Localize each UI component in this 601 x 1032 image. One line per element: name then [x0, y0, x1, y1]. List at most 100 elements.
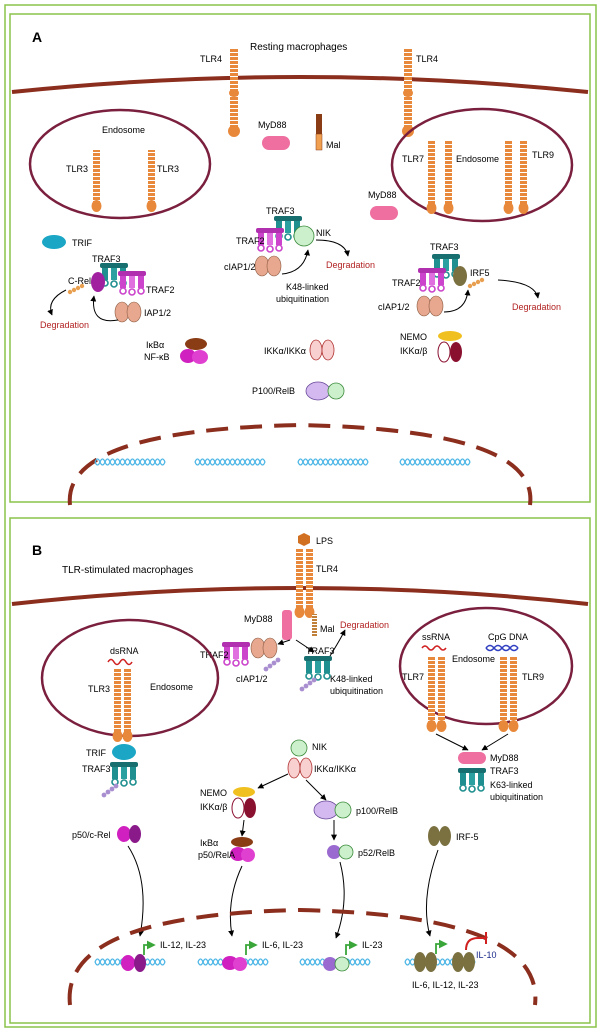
nucleus-a: [67, 422, 533, 506]
traf2-right-label: TRAF2: [392, 278, 421, 288]
irf5-on-dna-a: [414, 952, 437, 972]
promoter-arrow-icon: [345, 940, 358, 955]
iap-left: [114, 301, 142, 323]
trif: [42, 235, 66, 249]
endosome-left-label: Endosome: [102, 125, 145, 135]
trif-b-label: TRIF: [86, 748, 106, 758]
outer-frame: [4, 4, 597, 1028]
dsrna-label: dsRNA: [110, 646, 139, 656]
panel-a-frame: [9, 13, 591, 503]
promoter-arrow-icon: [245, 940, 258, 955]
endosome-right-label: Endosome: [456, 154, 499, 164]
traf3-center-b-label: TRAF3: [306, 646, 335, 656]
cpg-label: CpG DNA: [488, 632, 528, 642]
ciap-center-label: cIAP1/2: [224, 262, 256, 272]
crel-protein: [91, 272, 105, 292]
p52relb-label: p52/RelB: [358, 848, 395, 858]
panel-a: A Resting macrophages TLR4 TLR4 Endosome…: [4, 4, 597, 1028]
ikk-alpha-dimer-a: [309, 339, 335, 361]
mal-adaptor: [315, 114, 323, 151]
tlr3-receptor-a: [91, 150, 102, 212]
ciap-center: [254, 255, 282, 277]
nik-degradation-arrow: [315, 239, 350, 257]
tlr4-left-label: TLR4: [200, 54, 222, 64]
arrow-p52-to-nucleus: [335, 861, 345, 939]
irf5-b-label: IRF-5: [456, 832, 479, 842]
endosome-right-b-label: Endosome: [452, 654, 495, 664]
endosome-right: [390, 107, 574, 223]
myd88-center-label: MyD88: [258, 120, 287, 130]
nemo-b: [233, 787, 255, 797]
tlr4-receptor-right: [402, 48, 414, 137]
ikk-alpha-a-label: IKKα/IKKα: [264, 346, 306, 356]
iap-label: IAP1/2: [144, 308, 171, 318]
degradation-right-label: Degradation: [512, 302, 561, 312]
arrow-crel-to-nucleus: [127, 845, 144, 937]
traf3-left-b-label: TRAF3: [82, 764, 111, 774]
nemo-a-label: NEMO: [400, 332, 427, 342]
arrow-ikk-to-p100: [305, 779, 327, 801]
mal-b: [312, 614, 317, 636]
k48-arrow-center: [281, 249, 310, 275]
mal-label: Mal: [326, 140, 341, 150]
p52relb-b: [327, 844, 354, 860]
tlr4-right-label: TLR4: [416, 54, 438, 64]
traf3-center-label: TRAF3: [266, 206, 295, 216]
arrow-ikk-to-nemo: [257, 773, 289, 789]
ikk-ab-a-label: IKKα/β: [400, 346, 427, 356]
promoter-arrow-icon: [143, 940, 156, 955]
k63-line1: K63-linked: [490, 780, 533, 790]
ssrna-icon: [421, 645, 447, 651]
nfkb-a-label: NF-κB: [144, 352, 170, 362]
p52relb-on-dna: [323, 956, 350, 972]
lps-label: LPS: [316, 536, 333, 546]
p100relb-b: [313, 800, 352, 820]
endosome-left: [28, 108, 212, 220]
degradation-arrow-left: [47, 289, 67, 316]
traf2-b-label: TRAF2: [200, 650, 229, 660]
p50rela-b: [230, 847, 255, 862]
gene1-label: IL-12, IL-23: [160, 940, 206, 950]
irf5-degradation-arrow: [497, 279, 540, 299]
tlr3-receptor-b: [112, 668, 133, 742]
arrow-tlr7-to-myd88: [435, 733, 469, 751]
myd88-right-label: MyD88: [368, 190, 397, 200]
nfkb-a: [180, 349, 208, 364]
irf5-right-label: IRF5: [470, 268, 490, 278]
tlr7-receptor-b: [426, 656, 447, 732]
crel-label: C-Rel: [68, 276, 91, 286]
k63-line2: ubiquitination: [490, 792, 543, 802]
gene3-label: IL-23: [362, 940, 383, 950]
arrow-to-traf3: [295, 639, 315, 653]
mal-b-label: Mal: [320, 624, 335, 634]
arrow-to-ciap: [277, 639, 291, 646]
tlr3-a-label: TLR3: [66, 164, 88, 174]
ikk-ab-b-label: IKKα/β: [200, 802, 227, 812]
k48-b-line2: ubiquitination: [330, 686, 383, 696]
myd88-center: [262, 136, 290, 150]
myd88-right: [370, 206, 398, 220]
tlr7-b-label: TLR7: [402, 672, 424, 682]
ssrna-label: ssRNA: [422, 632, 450, 642]
ciap-right-label: cIAP1/2: [378, 302, 410, 312]
myd88-top-b-label: MyD88: [244, 614, 273, 624]
k48-center-line1: K48-linked: [286, 282, 329, 292]
irf5-b: [428, 826, 451, 846]
tlr4-receptor-left: [228, 48, 240, 137]
promoter-arrow-icon: [435, 939, 448, 954]
k48-center-line2: ubiquitination: [276, 294, 329, 304]
degradation-left-label: Degradation: [40, 320, 89, 330]
ikba-a: [185, 338, 207, 350]
trif-b: [112, 744, 136, 760]
traf2-center-label: TRAF2: [236, 236, 265, 246]
ciap-b-label: cIAP1/2: [236, 674, 268, 684]
tlr4-b-label: TLR4: [316, 564, 338, 574]
irf5-on-dna-b: [452, 952, 475, 972]
ikk-alpha-b-label: IKKα/IKKα: [314, 764, 356, 774]
il10-label: IL-10: [476, 950, 497, 960]
tlr7-receptor: [426, 140, 454, 214]
rela-on-dna: [222, 956, 247, 971]
gene2-label: IL-6, IL-23: [262, 940, 303, 950]
panel-b: B TLR-stimulated macrophages LPS TLR4 My…: [9, 517, 591, 1024]
